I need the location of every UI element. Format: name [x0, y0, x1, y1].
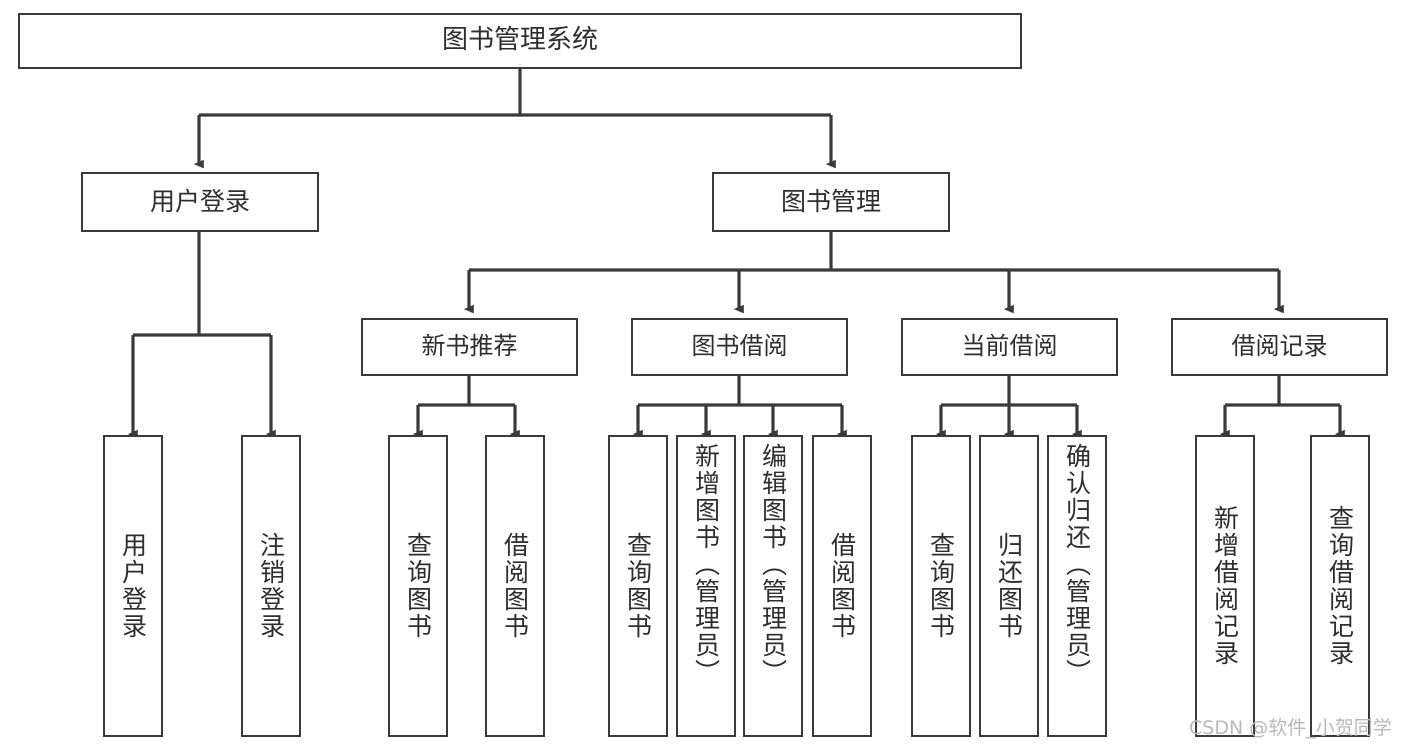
node-leaf-borrow-book[interactable]: 借阅图书	[812, 435, 872, 737]
node-label: 图书管理	[780, 186, 881, 216]
node-current-borrow[interactable]: 当前借阅	[901, 318, 1118, 376]
node-book-management[interactable]: 图书管理	[712, 172, 950, 232]
node-label: 图书借阅	[691, 332, 788, 361]
node-label: 新书推荐	[421, 332, 518, 361]
node-label: 确认归还（管理员）	[1062, 443, 1092, 686]
node-label: 查询图书	[926, 532, 956, 640]
node-book-borrow[interactable]: 图书借阅	[631, 318, 848, 376]
node-leaf-query-borrow-record[interactable]: 查询借阅记录	[1310, 435, 1370, 737]
node-label: 新增图书（管理员）	[691, 443, 721, 686]
node-label: 借阅图书	[827, 532, 857, 640]
node-label: 查询图书	[403, 532, 433, 640]
node-label: 查询借阅记录	[1325, 505, 1355, 667]
node-label: 注销登录	[256, 532, 286, 640]
node-leaf-query-book-borrow[interactable]: 查询图书	[608, 435, 668, 737]
node-label: 归还图书	[994, 532, 1024, 640]
node-leaf-edit-book-admin[interactable]: 编辑图书（管理员）	[743, 435, 803, 737]
node-leaf-return-book[interactable]: 归还图书	[979, 435, 1039, 737]
node-label: 当前借阅	[961, 332, 1058, 361]
node-leaf-add-borrow-record[interactable]: 新增借阅记录	[1195, 435, 1255, 737]
node-label: 用户登录	[118, 532, 148, 640]
node-label: 新增借阅记录	[1210, 505, 1240, 667]
node-leaf-logout-login[interactable]: 注销登录	[241, 435, 301, 737]
node-leaf-query-book-recommend[interactable]: 查询图书	[388, 435, 448, 737]
node-root-book-management-system[interactable]: 图书管理系统	[18, 13, 1022, 69]
watermark-text: CSDN @软件_小贺同学	[1189, 717, 1392, 739]
node-new-book-recommend[interactable]: 新书推荐	[361, 318, 578, 376]
node-label: 查询图书	[623, 532, 653, 640]
node-leaf-add-book-admin[interactable]: 新增图书（管理员）	[676, 435, 736, 737]
node-leaf-query-book-current[interactable]: 查询图书	[911, 435, 971, 737]
node-leaf-borrow-book-recommend[interactable]: 借阅图书	[485, 435, 545, 737]
node-label: 借阅图书	[500, 532, 530, 640]
node-label: 用户登录	[149, 186, 250, 216]
node-label: 借阅记录	[1231, 332, 1328, 361]
node-label: 编辑图书（管理员）	[758, 443, 788, 686]
node-leaf-user-login[interactable]: 用户登录	[103, 435, 163, 737]
node-label: 图书管理系统	[441, 25, 598, 56]
node-user-login[interactable]: 用户登录	[81, 172, 319, 232]
node-borrow-record[interactable]: 借阅记录	[1171, 318, 1388, 376]
node-leaf-confirm-return-admin[interactable]: 确认归还（管理员）	[1047, 435, 1107, 737]
